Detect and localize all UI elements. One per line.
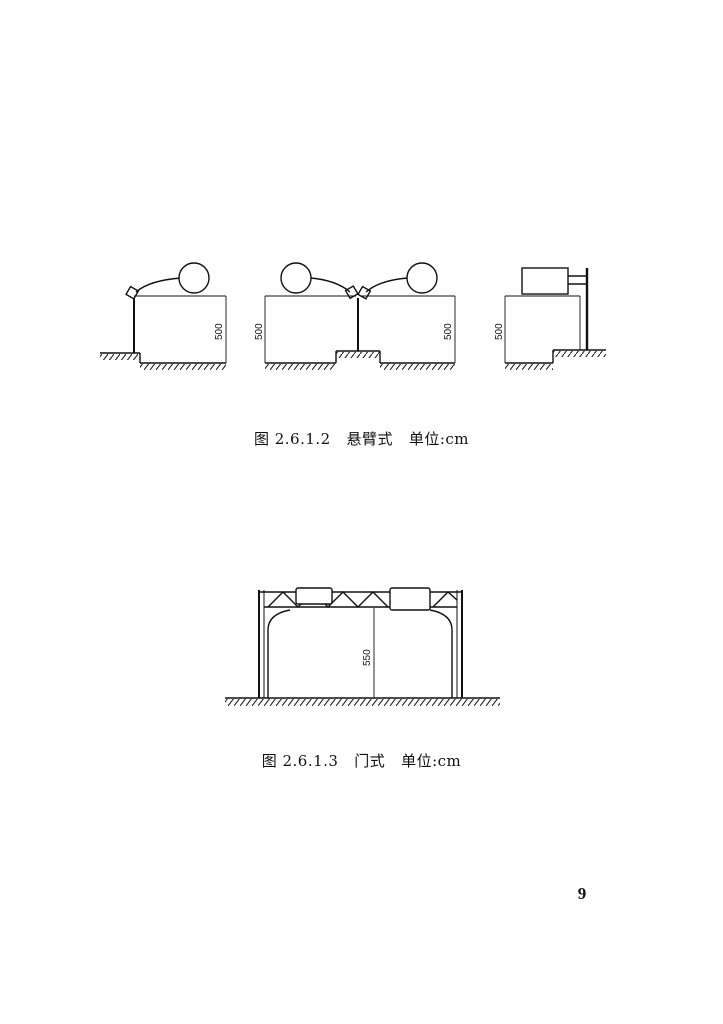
dimension-label: 500	[443, 323, 454, 340]
dimension-label: 500	[214, 323, 225, 340]
cantilever-figure: 500 500 500 500	[100, 262, 606, 370]
cantilever-rectangular	[504, 267, 606, 370]
dimension-label: 500	[254, 323, 265, 340]
figure-caption: 图 2.6.1.2 悬臂式 单位:cm	[253, 430, 470, 448]
cantilever-single-round	[100, 262, 227, 370]
dimension-label: 550	[362, 649, 373, 666]
figure-caption: 图 2.6.1.3 门式 单位:cm	[261, 752, 462, 770]
gantry-figure: 550	[225, 587, 500, 706]
page-number: 9	[577, 884, 587, 903]
cantilever-double-round	[264, 262, 456, 370]
dimension-label: 500	[494, 323, 505, 340]
